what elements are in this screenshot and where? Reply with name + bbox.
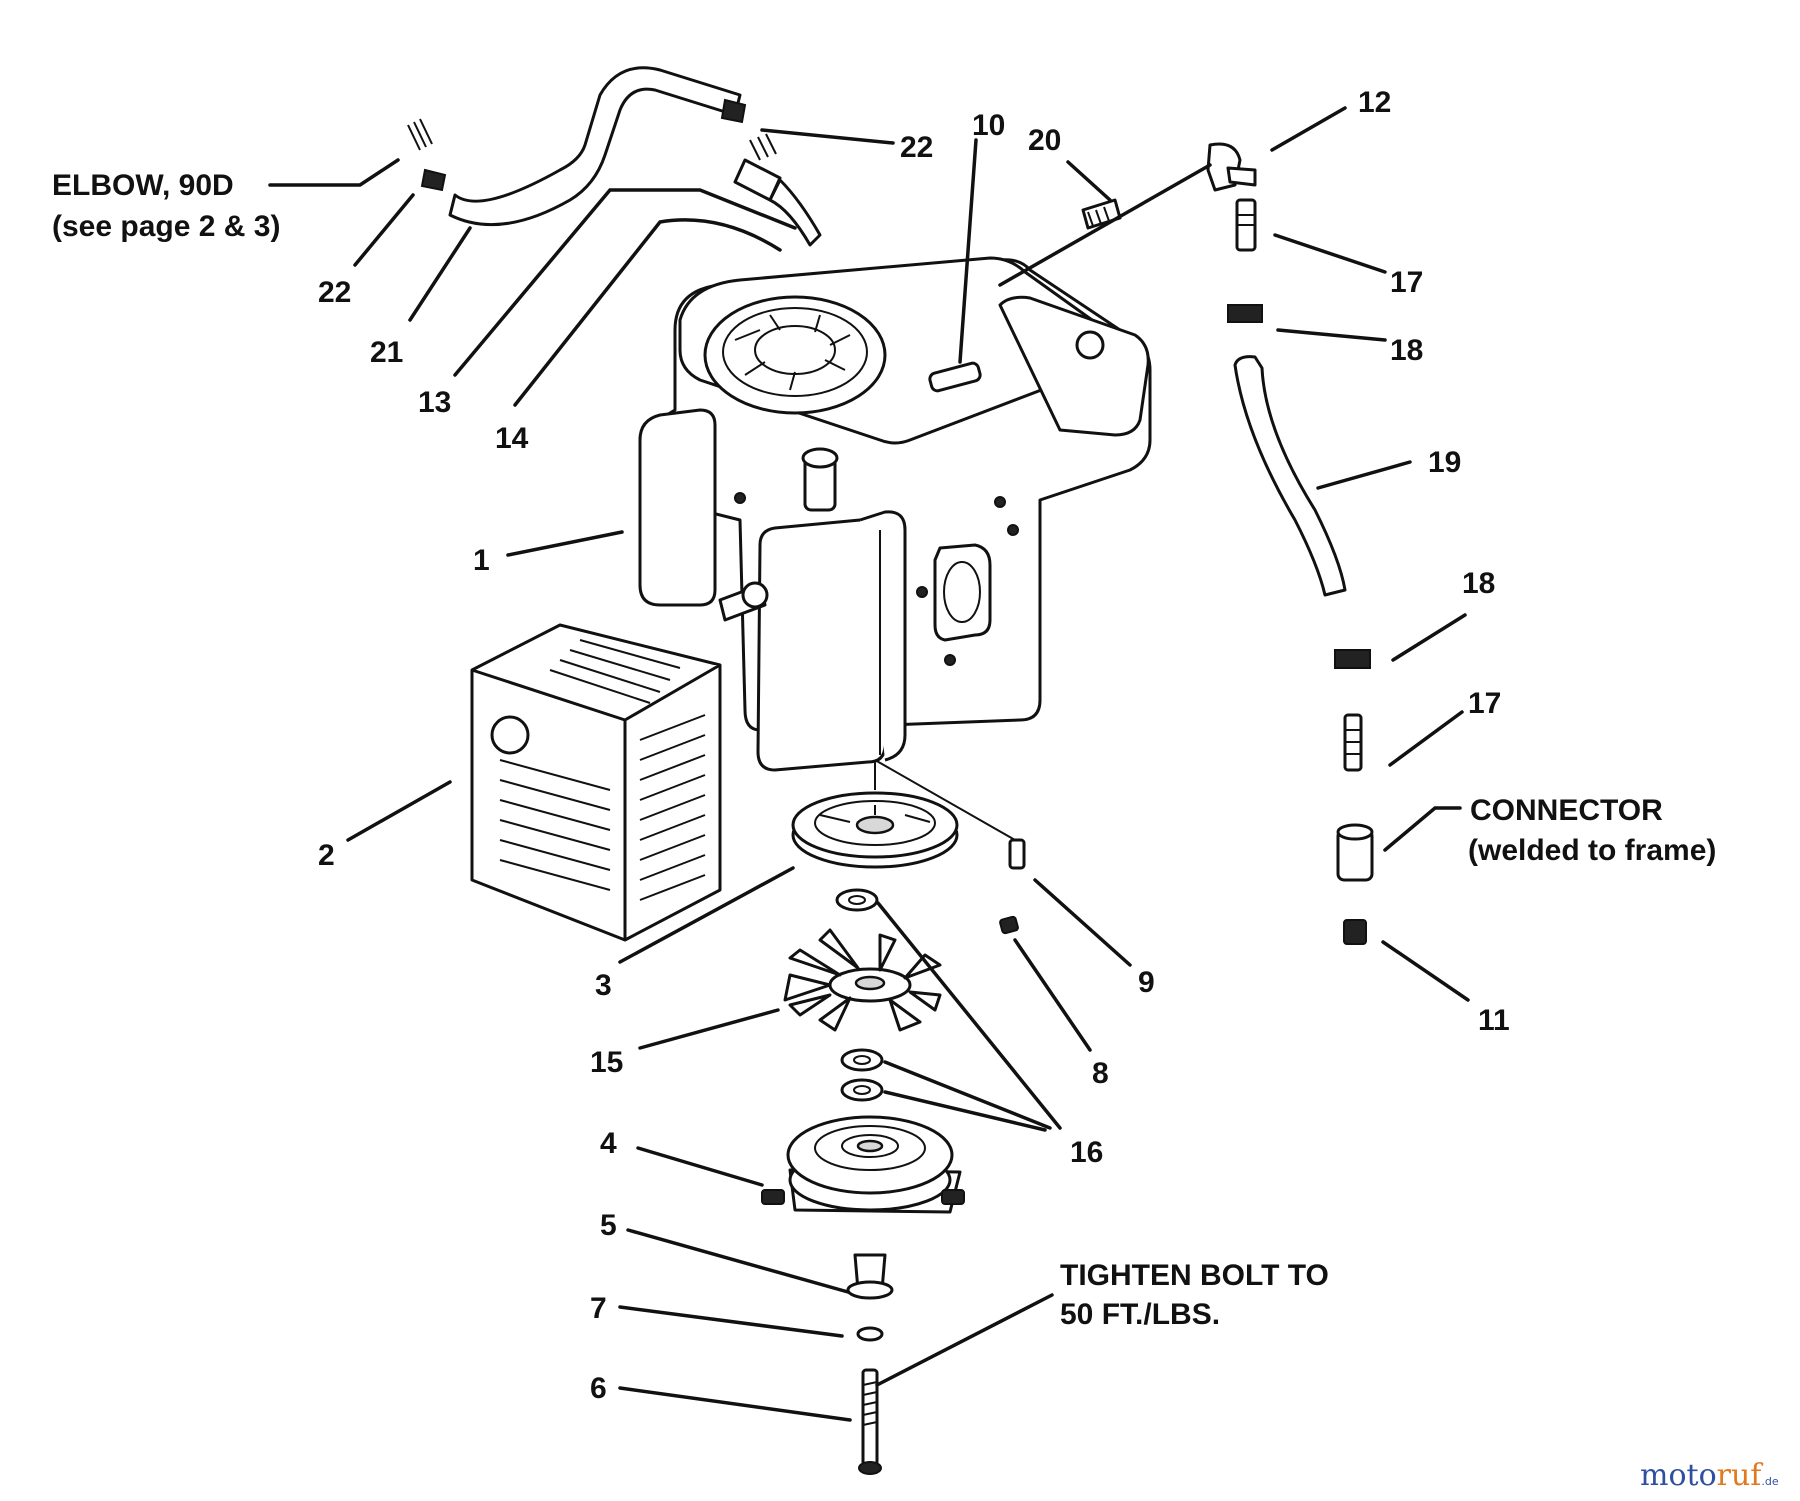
- bolt-stack-illustration: [846, 1253, 894, 1475]
- callout-18-bottom: 18: [1462, 567, 1495, 600]
- callout-8: 8: [1092, 1057, 1109, 1090]
- notes: ELBOW, 90D (see page 2 & 3) CONNECTOR (w…: [52, 169, 1716, 1331]
- clutch-illustration: [761, 1115, 965, 1214]
- svg-text:motoruf.de: motoruf.de: [1640, 1458, 1779, 1493]
- leader-lines: [268, 106, 1470, 1422]
- watermark-part2: ruf: [1717, 1458, 1764, 1493]
- callout-7: 7: [590, 1292, 607, 1325]
- callout-21: 21: [370, 336, 403, 369]
- torque-note-line2: 50 FT./LBS.: [1060, 1298, 1220, 1331]
- callout-17-bottom: 17: [1468, 687, 1501, 720]
- callout-numbers: 1 2 3 4 5 7 6 8 9 10 11 12 13 14 15 16 1…: [318, 86, 1510, 1405]
- washers-illustration: [835, 888, 884, 1102]
- callout-6: 6: [590, 1372, 607, 1405]
- callout-4: 4: [600, 1127, 617, 1160]
- watermark-suffix: .de: [1761, 1475, 1778, 1488]
- callout-20: 20: [1028, 124, 1061, 157]
- elbow-note-line2: (see page 2 & 3): [52, 210, 280, 243]
- connector-note-line1: CONNECTOR: [1470, 794, 1663, 827]
- fuel-line-illustration: [407, 66, 822, 247]
- callout-22-top: 22: [900, 131, 933, 164]
- fan-illustration: [783, 928, 942, 1032]
- callout-10: 10: [972, 109, 1005, 142]
- callout-1: 1: [473, 544, 490, 577]
- callout-19: 19: [1428, 446, 1461, 479]
- small-fasteners-illustration: [874, 759, 1026, 935]
- callout-15: 15: [590, 1046, 623, 1079]
- callout-18-top: 18: [1390, 334, 1423, 367]
- watermark-part1: moto: [1640, 1458, 1717, 1493]
- callout-13: 13: [418, 386, 451, 419]
- callout-3: 3: [595, 969, 612, 1002]
- torque-note-line1: TIGHTEN BOLT TO: [1060, 1259, 1329, 1292]
- callout-12: 12: [1358, 86, 1391, 119]
- watermark-logo: motoruf.de: [1640, 1458, 1779, 1493]
- fuel-line-right-illustration: [1081, 142, 1374, 945]
- elbow-note-line1: ELBOW, 90D: [52, 169, 234, 202]
- callout-14: 14: [495, 422, 529, 455]
- callout-22-left: 22: [318, 276, 351, 309]
- connector-note-line2: (welded to frame): [1468, 834, 1716, 867]
- muffler-guard-illustration: [470, 623, 722, 942]
- callout-2: 2: [318, 839, 335, 872]
- callout-9: 9: [1138, 966, 1155, 999]
- callout-11: 11: [1478, 1004, 1510, 1037]
- callout-5: 5: [600, 1209, 617, 1242]
- callout-16: 16: [1070, 1136, 1103, 1169]
- pulley-illustration: [791, 791, 959, 869]
- callout-17-top: 17: [1390, 266, 1423, 299]
- engine-illustration: [638, 256, 1152, 790]
